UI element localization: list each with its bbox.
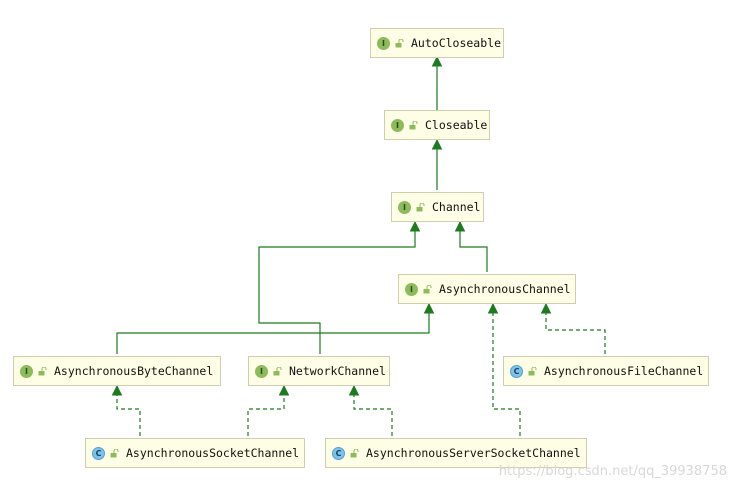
edge-socket-channel-to-network-channel (247, 384, 290, 436)
unlock-icon (110, 448, 119, 457)
edge-network-channel-to-channel (258, 220, 421, 354)
unlock-icon (528, 366, 537, 375)
node-label: AsynchronousServerSocketChannel (366, 446, 581, 460)
edge-asynchronous-channel-to-channel (454, 220, 488, 272)
interface-badge-icon: I (255, 364, 268, 378)
unlock-icon (38, 366, 47, 375)
node-label: NetworkChannel (289, 364, 386, 378)
watermark: https://blog.csdn.net/qq_39938758 (498, 464, 727, 479)
node-label: AsynchronousFileChannel (544, 364, 704, 378)
node-asynchronous-channel[interactable]: I AsynchronousChannel (398, 274, 576, 304)
edge-asynchronous-byte-channel-to-asynchronous-channel (116, 302, 435, 354)
node-label: AutoCloseable (411, 36, 502, 50)
class-badge-icon: C (332, 446, 345, 460)
interface-badge-icon: I (405, 282, 418, 296)
unlock-icon (409, 120, 418, 129)
unlock-icon (395, 38, 404, 47)
edge-server-socket-channel-to-network-channel (348, 384, 393, 436)
node-asynchronous-byte-channel[interactable]: I AsynchronousByteChannel (13, 356, 221, 386)
node-asynchronous-socket-channel[interactable]: C AsynchronousSocketChannel (85, 438, 305, 468)
unlock-icon (416, 202, 425, 211)
node-channel[interactable]: I Channel (391, 192, 484, 222)
node-label: Closeable (425, 118, 488, 132)
node-asynchronous-server-socket-channel[interactable]: C AsynchronousServerSocketChannel (325, 438, 587, 468)
unlock-icon (423, 284, 432, 293)
interface-badge-icon: I (398, 200, 411, 214)
node-label: Channel (432, 200, 481, 214)
node-network-channel[interactable]: I NetworkChannel (248, 356, 390, 386)
edge-socket-channel-to-byte-channel (111, 384, 141, 436)
class-badge-icon: C (510, 364, 523, 378)
interface-badge-icon: I (391, 118, 404, 132)
node-label: AsynchronousByteChannel (54, 364, 214, 378)
interface-badge-icon: I (377, 36, 390, 50)
edge-server-socket-channel-to-asynchronous-channel (487, 302, 521, 436)
interface-badge-icon: I (20, 364, 33, 378)
unlock-icon (350, 448, 359, 457)
node-label: AsynchronousChannel (439, 282, 571, 296)
node-asynchronous-file-channel[interactable]: C AsynchronousFileChannel (503, 356, 709, 386)
node-label: AsynchronousSocketChannel (126, 446, 300, 460)
unlock-icon (273, 366, 282, 375)
node-autocloseable[interactable]: I AutoCloseable (370, 28, 504, 58)
node-closeable[interactable]: I Closeable (384, 110, 490, 140)
edge-file-channel-to-asynchronous-channel (540, 302, 606, 354)
class-badge-icon: C (92, 446, 105, 460)
